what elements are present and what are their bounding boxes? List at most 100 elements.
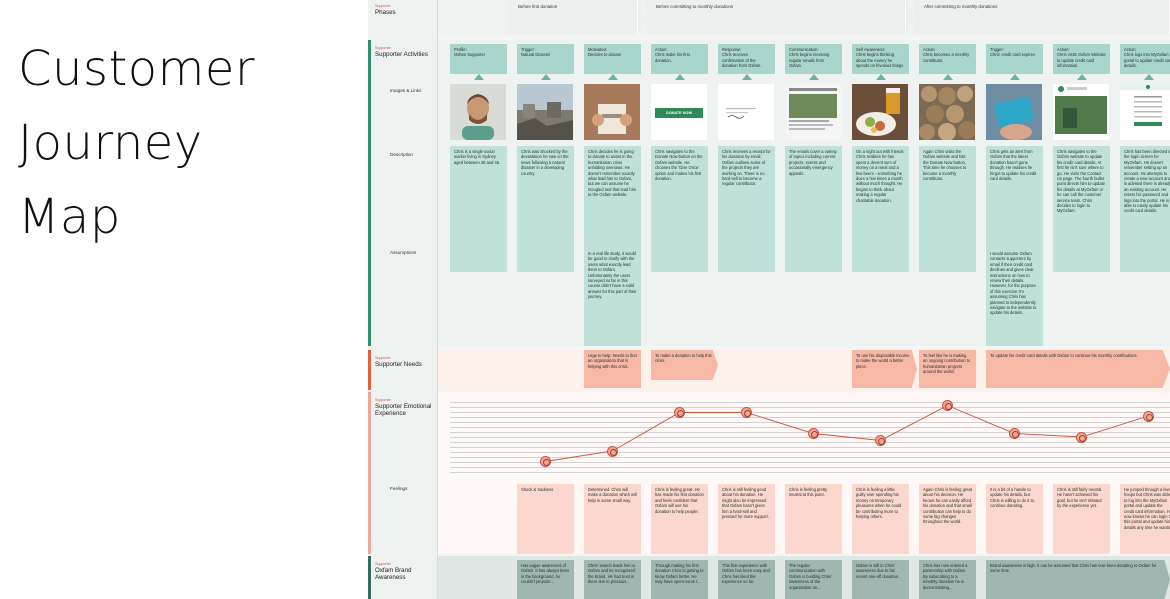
activity-title: Self Awareness: xyxy=(856,47,886,52)
activity-title: Trigger: xyxy=(521,47,535,52)
brand-awareness-card: The regular communication with Oxfam is … xyxy=(785,560,842,599)
phase-1: Before first donation xyxy=(508,0,638,34)
description-card: Chris is a single social worker living i… xyxy=(450,146,507,272)
activity-text: Chris begins receiving regular emails fr… xyxy=(789,52,830,69)
activity-text: Chris visits Oxfam Website to update cre… xyxy=(1057,52,1106,69)
emotion-gridline xyxy=(450,422,1170,423)
description-card: Chris has been directed to the login scr… xyxy=(1120,146,1170,272)
activity-title: Profile: xyxy=(454,47,467,52)
emotion-gridline xyxy=(450,417,1170,418)
activity-connector xyxy=(540,74,551,80)
feeling-card: Chris is still fairly neutral. He hasn't… xyxy=(1053,484,1110,554)
feeling-card: Chris is feeling great. He has made his … xyxy=(651,484,708,554)
lane-label-feelings: Feelings xyxy=(390,486,408,491)
emotion-gridline xyxy=(450,442,1170,443)
activity-text: Chris begins thinking about the money he… xyxy=(856,52,904,69)
lane-label-images: Images & Links xyxy=(390,88,422,93)
feeling-card: Shock & Sadness xyxy=(517,484,574,554)
description-card: On a night out with friends Chris realis… xyxy=(852,146,909,272)
emotion-point xyxy=(1009,428,1020,439)
disaster-photo xyxy=(517,84,573,140)
need-card: To feel like he is making an ongoing con… xyxy=(919,350,976,388)
brand-awareness-card: Chris' search leads him to Oxfam and he … xyxy=(584,560,641,599)
activity-card: Action:Chris becomes a monthly contribut… xyxy=(919,44,976,74)
activity-text: Oxfam Supporter xyxy=(454,52,486,58)
emotion-point xyxy=(607,445,618,457)
activity-text: Chris logs into MyOxfam portal to update… xyxy=(1124,52,1170,69)
need-card: To make a donation to help this crisis. xyxy=(651,350,718,380)
coins-photo xyxy=(919,84,975,140)
brand-awareness-card: Has vague awareness of Oxfam. It has alw… xyxy=(517,560,574,599)
emotion-point xyxy=(808,428,819,439)
emotion-point xyxy=(1143,410,1154,422)
activity-card: Action:Chris visits Oxfam Website to upd… xyxy=(1053,44,1110,74)
feeling-card: Chris is feeling pretty neutral at this … xyxy=(785,484,842,554)
activity-card: Motivated:Decides to donate xyxy=(584,44,641,74)
myoxfam-login-screenshot xyxy=(1120,84,1170,140)
emotion-gridline xyxy=(450,412,1170,413)
emotion-point xyxy=(540,456,551,467)
oxfam-website-screenshot xyxy=(1053,84,1109,140)
activity-text: Decides to donate xyxy=(588,52,621,58)
emotion-point xyxy=(674,407,685,418)
donate-now-screenshot: DONATE NOW xyxy=(651,84,707,140)
feeling-card: Chris is still feeling good about his do… xyxy=(718,484,775,554)
activity-connector xyxy=(607,74,618,80)
donate-box-photo xyxy=(584,84,640,140)
page-title: Customer Journey Map xyxy=(18,38,348,260)
activity-card: Profile:Oxfam Supporter xyxy=(450,44,507,74)
activity-title: Trigger: xyxy=(990,47,1004,52)
activity-text: Chris receives confirmation of the donat… xyxy=(722,52,762,69)
activity-title: Action: xyxy=(923,47,936,52)
activity-card: Self Awareness:Chris begins thinking abo… xyxy=(852,44,909,74)
feeling-card: Again Chris is feeling great about his d… xyxy=(919,484,976,554)
emotion-point xyxy=(741,407,752,418)
emotional-accent xyxy=(368,392,371,554)
activity-card: Action:Chris logs into MyOxfam portal to… xyxy=(1120,44,1170,74)
activity-card: Response:Chris receives confirmation of … xyxy=(718,44,775,74)
lane-label-column xyxy=(368,0,438,599)
assumption-card: In a real life study, it would be good t… xyxy=(584,248,641,346)
activity-connector xyxy=(741,74,752,80)
activity-connector xyxy=(1143,74,1154,80)
description-card: Again Chris visits the Oxfam website and… xyxy=(919,146,976,272)
emotion-gridline xyxy=(450,402,1170,403)
feeling-card: He jumped through a few hoops but Chris … xyxy=(1120,484,1170,554)
description-card: Chris was shocked by the devastation he … xyxy=(517,146,574,272)
brand-accent xyxy=(368,556,371,599)
title-line-2: Journey xyxy=(18,115,203,171)
activity-connector xyxy=(808,74,819,80)
activity-connector xyxy=(1009,74,1020,80)
activity-connector xyxy=(875,74,886,80)
emotion-gridline xyxy=(450,467,1170,468)
activity-text: Natural Disaster xyxy=(521,52,551,58)
feeling-card: Determined. Chris will make a donation w… xyxy=(584,484,641,554)
emotion-point xyxy=(1076,431,1087,443)
need-card: To use his disposable income to make the… xyxy=(852,350,917,388)
activity-title: Response: xyxy=(722,47,742,52)
emotion-gridline xyxy=(450,457,1170,458)
description-card: The emails cover a variety of topics inc… xyxy=(785,146,842,272)
emotion-point xyxy=(875,435,886,446)
meal-and-beer-photo xyxy=(852,84,908,140)
activity-text: Chris becomes a monthly contributor. xyxy=(923,52,970,63)
lane-label-description: Description xyxy=(390,152,413,157)
emotion-gridline xyxy=(450,472,1170,473)
description-card: Chris navigates to the Oxfam website to … xyxy=(1053,146,1110,272)
need-card: Urge to help: Needs to find an organisat… xyxy=(584,350,641,388)
title-line-1: Customer xyxy=(18,41,256,97)
activity-connector xyxy=(1076,74,1087,80)
need-card: To update his credit card details with O… xyxy=(986,350,1170,388)
activity-title: Action: xyxy=(1057,47,1070,52)
activity-card: Communication:Chris begins receiving reg… xyxy=(785,44,842,74)
activities-accent xyxy=(368,40,371,346)
emotion-gridline xyxy=(450,452,1170,453)
emotion-gridline xyxy=(450,447,1170,448)
activity-connector xyxy=(942,74,953,80)
